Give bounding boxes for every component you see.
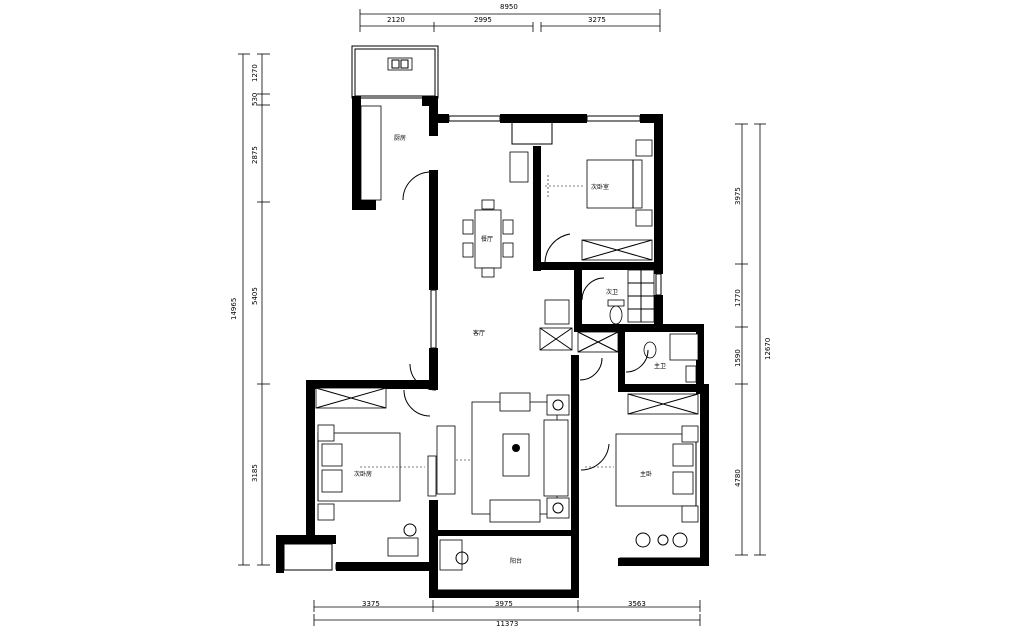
- bath2-sink: [544, 299, 570, 325]
- label-bedroom2: 次卧房: [354, 470, 372, 478]
- dining-table: [474, 209, 502, 269]
- dim-left-seg-4: 5405: [251, 287, 259, 305]
- furniture: [315, 57, 699, 571]
- dim-right-seg-4: 4780: [734, 469, 742, 487]
- dim-top-seg-2: 2995: [474, 16, 492, 24]
- dim-bottom-seg-1: 3375: [362, 600, 380, 608]
- dim-bottom-seg-3: 3563: [628, 600, 646, 608]
- label-master: 主卧: [640, 470, 652, 478]
- dimension-lines: 8950 2120 2995 3275 14965 1270 530 2875 …: [230, 3, 772, 628]
- dim-left-total: 14965: [230, 298, 238, 320]
- dim-left-seg-5: 3185: [251, 464, 259, 482]
- label-dining: 餐厅: [481, 235, 493, 243]
- dim-right-total: 12670: [764, 338, 772, 360]
- dim-left-seg-3: 2875: [251, 146, 259, 164]
- label-bath1: 主卫: [654, 362, 666, 370]
- counter: [360, 105, 382, 201]
- walls: [276, 45, 709, 598]
- dim-top-total: 8950: [500, 3, 518, 11]
- label-study: 次卧室: [591, 183, 609, 191]
- desk: [387, 537, 419, 557]
- dim-right-seg-2: 1770: [734, 289, 742, 307]
- toilet: [609, 305, 623, 325]
- dim-left-seg-2: 530: [251, 93, 259, 106]
- dim-bottom-total: 11373: [496, 620, 518, 628]
- corner-shower: [669, 333, 699, 361]
- coffee-table: [502, 433, 530, 477]
- dim-right-seg-1: 3975: [734, 187, 742, 205]
- label-kitchen: 厨房: [394, 134, 406, 142]
- room-labels: 厨房 餐厅 次卧室 次卫 客厅 主卫 次卧房 主卧 阳台: [354, 134, 666, 565]
- label-bath2: 次卫: [606, 288, 618, 296]
- dim-bottom-seg-2: 3975: [495, 600, 513, 608]
- dim-top-seg-3: 3275: [588, 16, 606, 24]
- label-balcony: 阳台: [510, 557, 522, 565]
- windows: [335, 115, 701, 596]
- dim-right-seg-3: 1590: [734, 349, 742, 367]
- sofa: [543, 419, 569, 497]
- kitchen-sink: [387, 57, 413, 71]
- dim-left-seg-1: 1270: [251, 64, 259, 82]
- dim-top-seg-1: 2120: [387, 16, 405, 24]
- label-living: 客厅: [473, 329, 485, 337]
